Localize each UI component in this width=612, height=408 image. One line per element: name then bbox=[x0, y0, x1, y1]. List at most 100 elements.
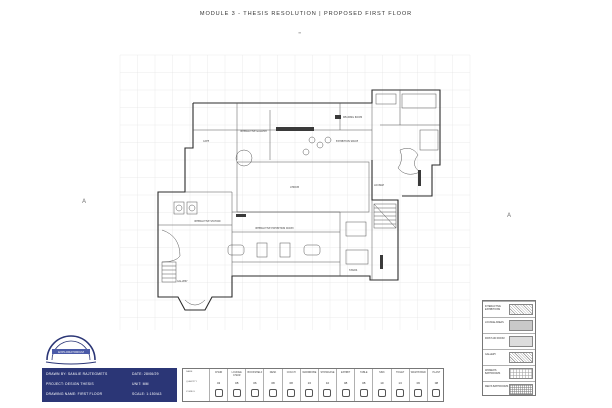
legend-item: FIRST AID ROOM bbox=[483, 333, 535, 349]
furniture-symbol-icon bbox=[305, 389, 314, 397]
schedule-item-name: WARDROBE bbox=[302, 371, 317, 374]
schedule-item-name: PLANT bbox=[432, 371, 441, 374]
schedule-item-qty: 08 bbox=[289, 381, 293, 385]
schedule-item-qty: 08 bbox=[362, 381, 366, 385]
furniture-symbol-icon bbox=[287, 389, 296, 397]
legend-item: INTERACTIVE EXHIBITIONS bbox=[483, 301, 535, 317]
legend-swatch bbox=[509, 384, 533, 395]
project-text: PROJECT: DESIGN THESIS bbox=[46, 382, 94, 386]
schedule-column: PLANT 08 bbox=[426, 369, 445, 401]
schedule-item-qty: 10 bbox=[325, 381, 330, 385]
furniture-schedule: NAME QUANTITY SYMBOL CHAIR 43 LOUNGE CHAIR… bbox=[182, 368, 444, 402]
schedule-row-label: NAME bbox=[186, 371, 193, 373]
section-mark-right: A bbox=[507, 212, 512, 219]
furniture-symbol-icon bbox=[396, 389, 405, 397]
furniture-symbol-icon bbox=[232, 389, 241, 397]
furniture-symbol-icon bbox=[269, 389, 278, 397]
stairs-right bbox=[373, 203, 397, 229]
schedule-column: EXHIBIT 08 bbox=[336, 369, 354, 401]
room-label: INTERACTIVE EXHIBITION ROOM bbox=[255, 227, 293, 230]
furniture-symbol-icon bbox=[214, 389, 223, 397]
schedule-item-name: DESK bbox=[269, 371, 277, 374]
schedule-item-name: SINK bbox=[379, 371, 385, 374]
schedule-column: CHAIR 43 bbox=[209, 369, 227, 401]
legend-label: WOMEN'S BATHROOMS bbox=[485, 369, 501, 375]
legend-label: LOUNGE AREAS bbox=[485, 321, 504, 324]
furniture-symbol-icon bbox=[341, 389, 350, 397]
schedule-item-name: EXHIBIT bbox=[340, 371, 351, 374]
room-label: INTERACTIVE STATION bbox=[194, 220, 221, 223]
legend-label: MEN'S BATHROOMS bbox=[485, 385, 509, 388]
legend: INTERACTIVE EXHIBITIONS LOUNGE AREAS FIRST… bbox=[482, 300, 536, 396]
furniture-symbol-icon bbox=[414, 389, 423, 397]
schedule-item-name: CHAIR bbox=[214, 371, 223, 374]
room-label: CAFE bbox=[203, 140, 210, 143]
schedule-item-name: WASHSTAND bbox=[410, 371, 426, 374]
schedule-row-label: QUANTITY bbox=[186, 381, 198, 383]
schedule-column: DESK 08 bbox=[263, 369, 281, 401]
legend-label: INTERACTIVE EXHIBITIONS bbox=[485, 305, 501, 311]
logo-text: EXPLORATORIUM bbox=[58, 350, 84, 354]
schedule-column: LOUNGE CHAIR 08 bbox=[227, 369, 245, 401]
furniture-symbol-icon bbox=[359, 389, 368, 397]
legend-label: GALLERY bbox=[485, 353, 496, 356]
schedule-item-name: LOUNGE CHAIR bbox=[231, 371, 242, 377]
legend-swatch bbox=[509, 352, 533, 363]
schedule-item-qty: 08 bbox=[343, 381, 348, 385]
schedule-item-qty: 08 bbox=[434, 381, 439, 385]
legend-item: WOMEN'S BATHROOMS bbox=[483, 365, 535, 381]
schedule-item-qty: 08 bbox=[235, 381, 239, 385]
schedule-column: WARDROBE 16 bbox=[299, 369, 318, 401]
legend-item: GALLERY bbox=[483, 349, 535, 365]
scale-text: SCALE: 1:150/A3 bbox=[132, 392, 162, 396]
section-mark-left: A bbox=[82, 198, 87, 205]
north-mark: ≡ bbox=[298, 30, 301, 35]
room-label: EXHIBITION SPACE bbox=[336, 140, 359, 143]
schedule-column: SINK 10 bbox=[372, 369, 390, 401]
schedule-item-qty: 10 bbox=[380, 381, 384, 385]
schedule-column: SHOWCASE 10 bbox=[317, 369, 336, 401]
schedule-item-qty: 16 bbox=[307, 381, 311, 385]
room-label: READING ROOM bbox=[343, 116, 362, 119]
legend-swatch bbox=[509, 336, 533, 347]
schedule-column: BOOKSHELF 06 bbox=[245, 369, 263, 401]
drawn-by-text: DRAWN BY: SAMLIE RAJTEGMETS bbox=[46, 372, 108, 376]
room-label: INTERACTIVE GALLERY bbox=[240, 130, 268, 133]
room-label: LOUNGE bbox=[374, 184, 385, 187]
legend-item: MEN'S BATHROOMS bbox=[483, 381, 535, 397]
schedule-column: TABLE 08 bbox=[354, 369, 372, 401]
room-label: ATRIUM bbox=[290, 186, 299, 189]
schedule-item-name: TABLE bbox=[360, 371, 368, 374]
furniture-symbol-icon bbox=[323, 389, 332, 397]
unit-text: UNIT: MM bbox=[132, 382, 149, 386]
schedule-row-label: SYMBOL bbox=[186, 391, 196, 393]
room-labels: INTERACTIVE GALLERY READING ROOM EXHIBIT… bbox=[177, 116, 385, 283]
schedule-item-name: TOILET bbox=[395, 371, 405, 374]
stairs-left bbox=[161, 261, 177, 283]
room-label: STAIRS bbox=[349, 269, 358, 272]
schedule-item-name: COUCH bbox=[286, 371, 296, 374]
building-outline bbox=[157, 89, 441, 311]
schedule-column: COUCH 08 bbox=[281, 369, 300, 401]
legend-label: FIRST AID ROOM bbox=[485, 337, 505, 340]
schedule-item-qty: 13 bbox=[398, 381, 402, 385]
furniture-symbol-icon bbox=[377, 389, 386, 397]
schedule-column: TOILET 13 bbox=[390, 369, 409, 401]
project-logo: EXPLORATORIUM bbox=[42, 322, 100, 368]
furniture-symbol-icon bbox=[250, 389, 259, 397]
schedule-item-name: BOOKSHELF bbox=[247, 371, 263, 374]
legend-swatch bbox=[509, 368, 533, 379]
drawing-grid bbox=[119, 54, 471, 330]
schedule-item-name: SHOWCASE bbox=[320, 371, 335, 374]
furniture-symbol-icon bbox=[432, 389, 441, 397]
legend-swatch bbox=[509, 320, 533, 331]
legend-item: LOUNGE AREAS bbox=[483, 317, 535, 333]
drawing-name-text: DRAWING NAME: FIRST FLOOR bbox=[46, 392, 103, 396]
room-label: GALLERY bbox=[177, 280, 188, 283]
schedule-item-qty: 08 bbox=[271, 381, 275, 385]
schedule-item-qty: 43 bbox=[216, 381, 221, 385]
schedule-item-qty: 06 bbox=[253, 381, 257, 385]
title-block: DRAWN BY: SAMLIE RAJTEGMETS PROJECT: DES… bbox=[42, 368, 177, 402]
